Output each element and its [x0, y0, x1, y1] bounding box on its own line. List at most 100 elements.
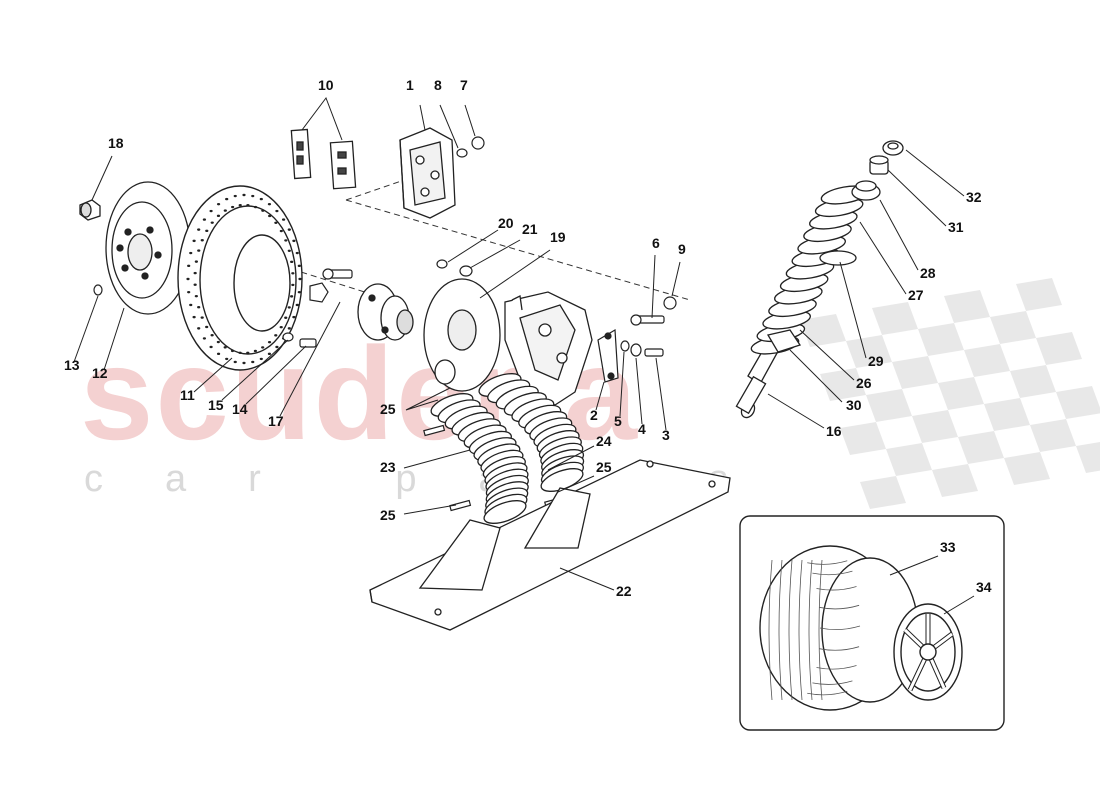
callout-4: 4	[638, 421, 646, 437]
leader-line	[651, 254, 656, 319]
callout-20: 20	[498, 215, 514, 231]
flag-square	[872, 302, 918, 335]
leader-line	[905, 149, 965, 197]
disc-hole	[246, 351, 250, 354]
link-parts	[597, 314, 665, 383]
disc-hole	[284, 239, 288, 242]
disc-hole	[274, 221, 278, 225]
disc-hole	[246, 204, 250, 207]
disc-hole	[268, 214, 272, 218]
callout-16: 16	[826, 423, 842, 439]
tread-line	[788, 559, 793, 701]
disc-hole	[274, 334, 278, 337]
disc-hole	[238, 204, 242, 207]
leader-lines	[73, 96, 975, 615]
tread-line	[819, 646, 860, 651]
tread-line	[807, 560, 848, 565]
callout-19: 19	[550, 229, 566, 245]
leader-line	[193, 357, 233, 393]
callout-6: 6	[652, 235, 660, 251]
disc-hole	[291, 272, 295, 275]
disc-hole	[284, 316, 288, 319]
leader-line	[464, 104, 476, 137]
disc-hole	[287, 228, 291, 231]
flag-square	[1076, 442, 1100, 473]
callout-3: 3	[662, 427, 670, 443]
tread-line	[798, 559, 803, 701]
leader-line	[403, 449, 471, 469]
wheel-hub	[357, 283, 414, 341]
checkered-flag-watermark	[800, 278, 1100, 509]
disc-hole	[297, 264, 301, 268]
leader-line	[73, 295, 99, 363]
disc-hole	[233, 194, 237, 198]
hub-bolts	[282, 268, 353, 348]
tread-line	[819, 625, 861, 630]
disc-hole	[259, 197, 263, 201]
flag-square	[1030, 419, 1076, 452]
callout-27: 27	[908, 287, 924, 303]
leader-line	[859, 221, 907, 295]
disc-hole	[189, 303, 193, 307]
leader-line	[221, 339, 289, 401]
disc-hole	[242, 193, 246, 197]
callout-28: 28	[920, 265, 936, 281]
disc-hole	[295, 251, 299, 255]
disc-hole	[230, 349, 235, 353]
callout-12: 12	[92, 365, 108, 381]
leader-line	[419, 104, 426, 131]
disc-hole	[275, 209, 279, 213]
disc-hole	[200, 316, 204, 319]
disc-hole	[267, 352, 272, 356]
leader-line	[91, 155, 113, 201]
disc-hole	[292, 239, 296, 243]
callout-26: 26	[856, 375, 872, 391]
flag-square	[1010, 365, 1056, 398]
flag-square	[1004, 452, 1050, 485]
disc-hole	[267, 340, 272, 344]
tread-line	[818, 559, 823, 701]
tread-line	[812, 570, 853, 576]
flag-square	[918, 323, 964, 356]
disc-hole	[192, 315, 196, 319]
leader-line	[671, 261, 681, 297]
disc-shield	[423, 278, 501, 392]
disc-hole	[216, 352, 221, 356]
callout-13: 13	[64, 357, 80, 373]
leader-line	[767, 393, 825, 429]
leader-line	[447, 229, 499, 263]
tread-line	[812, 680, 853, 685]
disc-hole	[295, 303, 299, 307]
flag-square	[1036, 332, 1082, 365]
tread-line	[808, 559, 813, 701]
flag-square	[820, 368, 866, 401]
disc-hole	[216, 202, 221, 206]
disc-hole	[210, 221, 214, 224]
disc-hole	[275, 345, 279, 349]
brake-pads	[290, 128, 357, 190]
wheel-nut	[79, 199, 101, 221]
leader-line	[245, 345, 307, 405]
disc-hole	[197, 306, 201, 309]
callout-25c: 25	[596, 459, 612, 475]
callout-29: 29	[868, 353, 884, 369]
disc-hole	[194, 294, 198, 298]
leader-line	[559, 567, 615, 591]
shock-absorber	[735, 185, 870, 419]
flag-square	[1056, 386, 1100, 419]
flag-square	[1016, 278, 1062, 311]
disc-hole	[205, 325, 209, 329]
disc-hole	[216, 214, 221, 218]
leader-line	[595, 381, 605, 411]
brake-caliper	[399, 127, 456, 219]
leader-line	[557, 475, 595, 493]
disc-hole	[253, 205, 258, 209]
callout-7: 7	[460, 77, 468, 93]
flag-square	[912, 410, 958, 443]
flag-square	[886, 443, 932, 476]
disc-hole	[193, 271, 197, 275]
leader-line	[887, 169, 947, 227]
disc-hole	[297, 290, 301, 294]
disc-hole	[209, 209, 213, 213]
callout-5: 5	[614, 413, 622, 429]
